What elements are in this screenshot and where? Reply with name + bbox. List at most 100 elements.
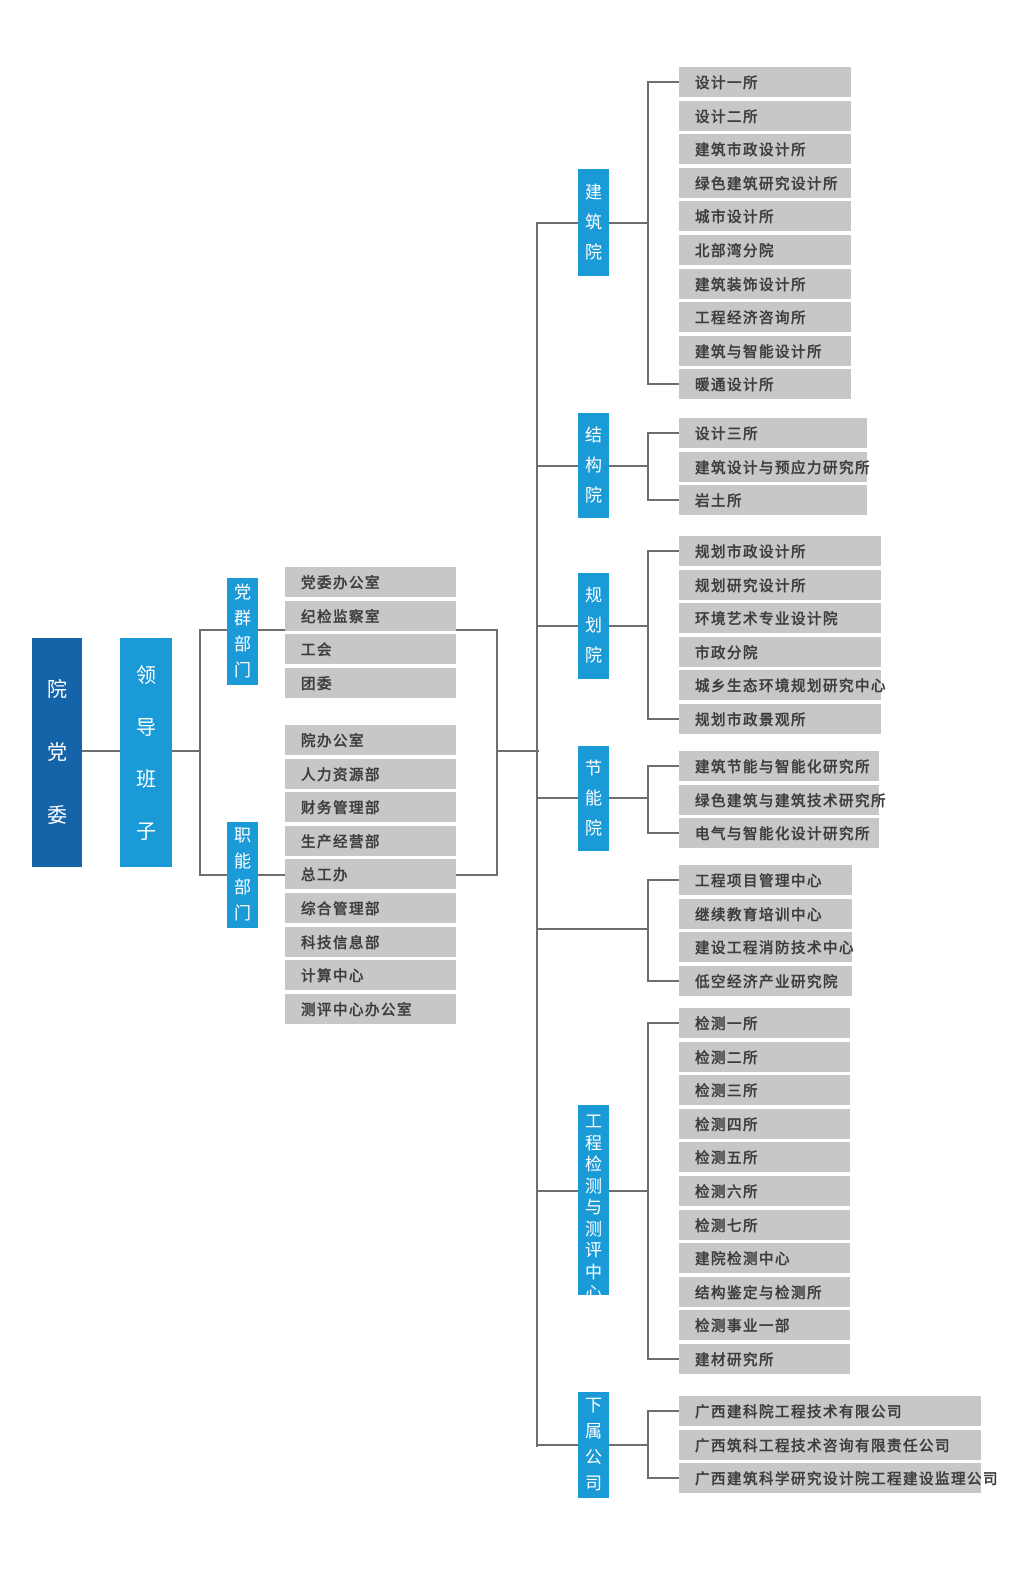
group-label-text: 党群部门 xyxy=(233,582,251,681)
connector-line xyxy=(536,222,538,1447)
connector-line xyxy=(647,765,649,834)
leadership-node-label: 领导班子 xyxy=(136,662,156,843)
connector-line xyxy=(609,1444,649,1446)
connector-line xyxy=(647,550,679,552)
dept-box: 总工办 xyxy=(285,859,456,889)
dept-box: 城乡生态环境规划研究中心 xyxy=(679,670,886,700)
connector-line xyxy=(647,499,679,501)
connector-line xyxy=(172,750,201,752)
dept-box: 纪检监察室 xyxy=(285,601,456,631)
connector-line xyxy=(647,81,679,83)
dept-box: 检测五所 xyxy=(679,1142,850,1172)
group-label-text: 建筑院 xyxy=(584,182,602,263)
dept-box: 院办公室 xyxy=(285,725,456,755)
dept-box: 广西建科院工程技术有限公司 xyxy=(679,1396,981,1426)
dept-box: 计算中心 xyxy=(285,960,456,990)
dept-box: 建筑与智能设计所 xyxy=(679,336,851,366)
connector-line xyxy=(647,832,679,834)
connector-line xyxy=(609,625,649,627)
dept-box: 工程项目管理中心 xyxy=(679,865,852,895)
connector-line xyxy=(537,928,649,930)
connector-line xyxy=(647,1022,679,1024)
dept-box: 结构鉴定与检测所 xyxy=(679,1277,850,1307)
dept-box: 电气与智能化设计研究所 xyxy=(679,818,879,848)
dept-box: 广西建筑科学研究设计院工程建设监理公司 xyxy=(679,1463,998,1493)
root-node-label: 院党委 xyxy=(47,677,67,827)
dept-box: 绿色建筑与建筑技术研究所 xyxy=(679,785,886,815)
connector-line xyxy=(647,383,679,385)
dept-box: 岩土所 xyxy=(679,485,867,515)
dept-box: 低空经济产业研究院 xyxy=(679,966,852,996)
connector-line xyxy=(609,222,649,224)
connector-line xyxy=(199,629,201,876)
dept-box: 科技信息部 xyxy=(285,927,456,957)
connector-line xyxy=(647,879,679,881)
dept-box: 城市设计所 xyxy=(679,201,851,231)
dept-box: 广西筑科工程技术咨询有限责任公司 xyxy=(679,1430,981,1460)
connector-line xyxy=(609,1190,649,1192)
group-label-text: 节能院 xyxy=(584,758,602,839)
dept-box: 继续教育培训中心 xyxy=(679,899,852,929)
dept-box: 建筑设计与预应力研究所 xyxy=(679,452,870,482)
group-label: 结构院 xyxy=(578,413,609,518)
dept-box: 规划市政设计所 xyxy=(679,536,881,566)
connector-line xyxy=(647,550,649,720)
connector-line xyxy=(647,1410,679,1412)
connector-line xyxy=(647,765,679,767)
group-label: 规划院 xyxy=(578,573,609,679)
dept-box: 建设工程消防技术中心 xyxy=(679,932,854,962)
group-label: 建筑院 xyxy=(578,169,609,276)
dept-box: 建筑市政设计所 xyxy=(679,134,851,164)
dept-box: 生产经营部 xyxy=(285,826,456,856)
group-label-text: 职能部门 xyxy=(233,826,251,924)
dept-box: 人力资源部 xyxy=(285,759,456,789)
dept-box: 设计一所 xyxy=(679,67,851,97)
dept-box: 暖通设计所 xyxy=(679,369,851,399)
connector-line xyxy=(82,750,120,752)
connector-line xyxy=(496,629,498,876)
root-node: 院党委 xyxy=(32,638,82,867)
dept-box: 财务管理部 xyxy=(285,792,456,822)
dept-box: 工程经济咨询所 xyxy=(679,302,851,332)
group-label-text: 规划院 xyxy=(584,586,602,666)
dept-box: 设计二所 xyxy=(679,101,851,131)
connector-line xyxy=(609,465,649,467)
group-label-text: 工程检测与测评中心 xyxy=(584,1112,602,1295)
connector-line xyxy=(609,797,649,799)
connector-line xyxy=(647,81,649,385)
connector-line xyxy=(537,797,578,799)
leadership-node: 领导班子 xyxy=(120,638,172,867)
dept-box: 市政分院 xyxy=(679,637,881,667)
group-label: 下属公司 xyxy=(578,1392,609,1498)
group-label: 党群部门 xyxy=(227,578,258,685)
connector-line xyxy=(647,718,679,720)
connector-line xyxy=(496,750,539,752)
dept-box: 建筑节能与智能化研究所 xyxy=(679,751,879,781)
group-label-text: 下属公司 xyxy=(584,1396,602,1494)
dept-box: 建院检测中心 xyxy=(679,1243,850,1273)
connector-line xyxy=(537,1444,578,1446)
group-label: 节能院 xyxy=(578,746,609,851)
connector-line xyxy=(537,465,578,467)
dept-box: 检测七所 xyxy=(679,1210,850,1240)
group-label: 职能部门 xyxy=(227,822,258,928)
connector-line xyxy=(647,980,679,982)
connector-line xyxy=(537,1190,578,1192)
dept-box: 检测事业一部 xyxy=(679,1310,850,1340)
dept-box: 党委办公室 xyxy=(285,567,456,597)
dept-box: 环境艺术专业设计院 xyxy=(679,603,881,633)
connector-line xyxy=(537,625,578,627)
dept-box: 检测三所 xyxy=(679,1075,850,1105)
dept-box: 检测一所 xyxy=(679,1008,850,1038)
dept-box: 规划市政景观所 xyxy=(679,704,881,734)
connector-line xyxy=(537,222,578,224)
dept-box: 规划研究设计所 xyxy=(679,570,881,600)
dept-box: 建筑装饰设计所 xyxy=(679,269,851,299)
connector-line xyxy=(647,879,649,982)
dept-box: 团委 xyxy=(285,668,456,698)
dept-box: 检测二所 xyxy=(679,1042,850,1072)
connector-line xyxy=(647,1477,679,1479)
dept-box: 综合管理部 xyxy=(285,893,456,923)
dept-box: 工会 xyxy=(285,634,456,664)
